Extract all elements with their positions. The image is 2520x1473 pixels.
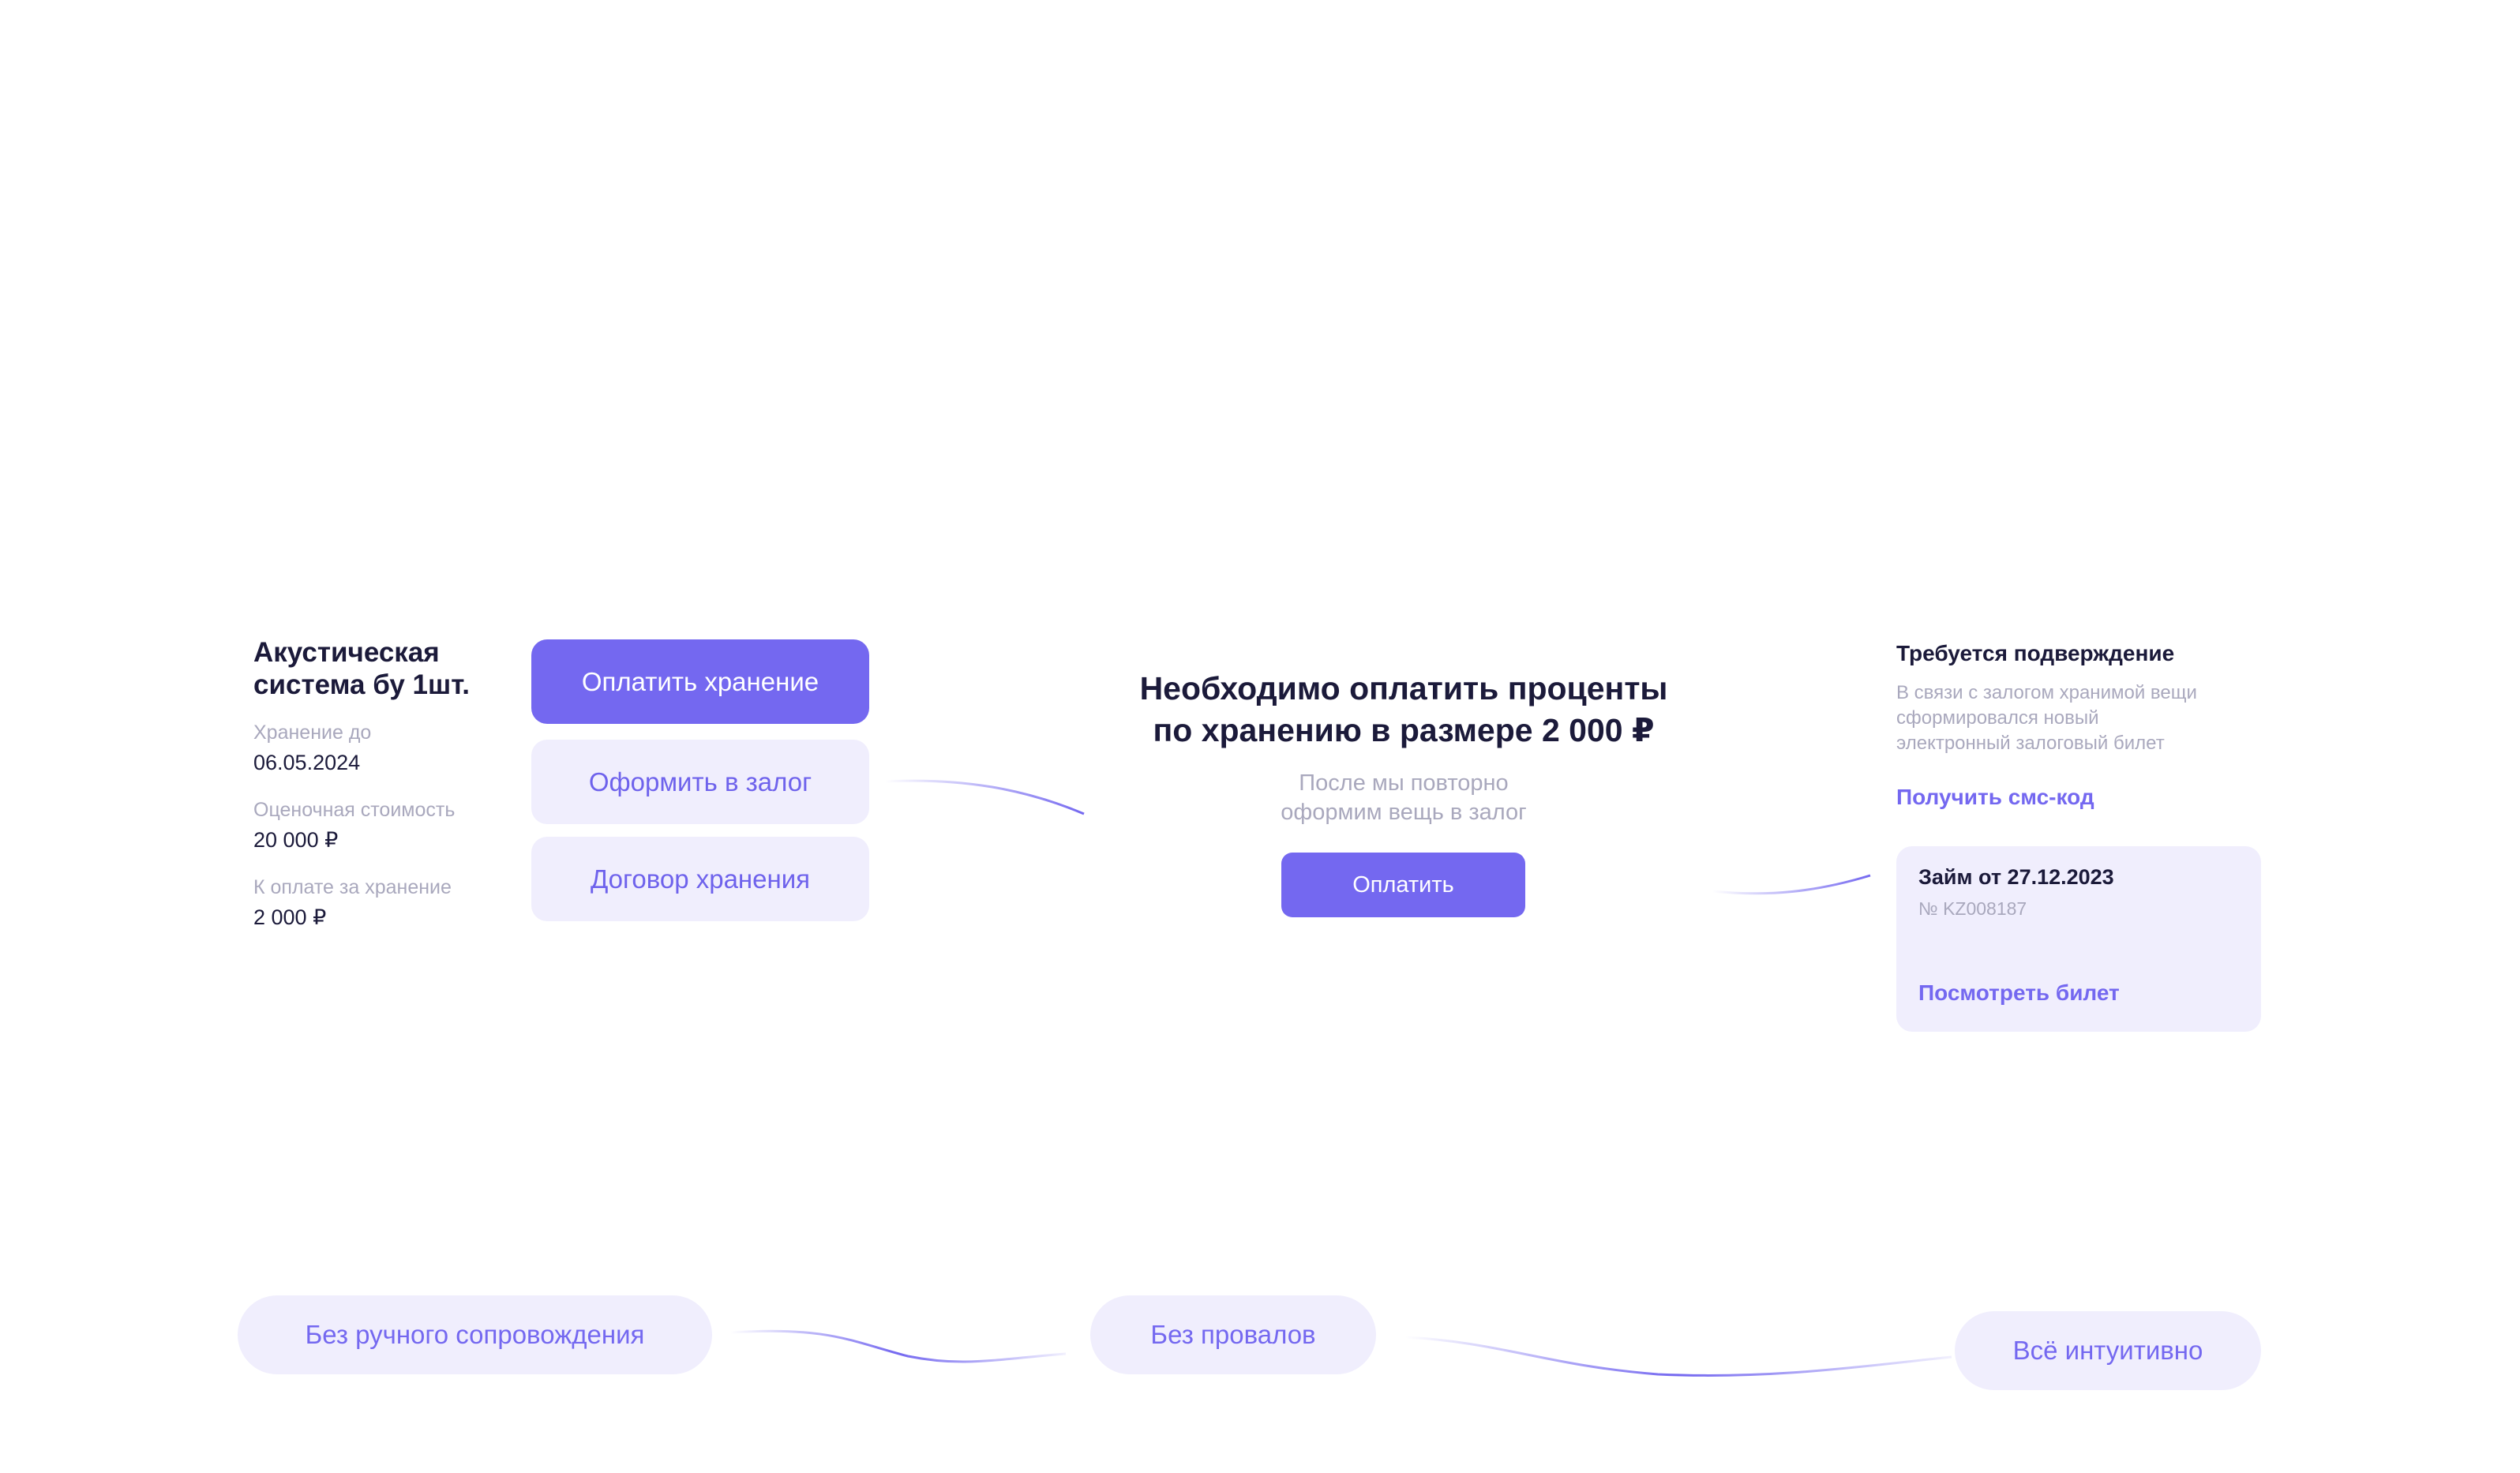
feature-pill: Без провалов (1090, 1295, 1376, 1374)
item-info: Акустическая система бу 1шт. Хранение до… (253, 636, 490, 930)
connector-3 (729, 1329, 1067, 1363)
connector-2 (1712, 874, 1871, 895)
confirmation-title: Требуется подверждение (1896, 641, 2175, 665)
pledge-button[interactable]: Оформить в залог (531, 740, 869, 824)
pay-storage-button[interactable]: Оплатить хранение (531, 639, 869, 724)
item-title: Акустическая система бу 1шт. (253, 637, 470, 700)
confirmation-panel: Требуется подверждение В связи с залогом… (1896, 641, 2267, 810)
feature-pill: Всё интуитивно (1955, 1311, 2261, 1390)
description-line: электронный залоговый билет (1896, 733, 2165, 754)
storage-until-label: Хранение до (253, 722, 372, 744)
view-ticket-link[interactable]: Посмотреть билет (1918, 980, 2120, 1005)
get-sms-code-link[interactable]: Получить смс-код (1896, 785, 2094, 809)
payment-subtext: После мы повторно оформим вещь в залог (1088, 769, 1719, 827)
loan-number: № KZ008187 (1918, 898, 2027, 919)
payment-subtext-line: После мы повторно (1299, 770, 1509, 796)
storage-fee-label: К оплате за хранение (253, 876, 452, 898)
storage-fee-value: 2 000 ₽ (253, 905, 327, 929)
payment-subtext-line: оформим вещь в залог (1281, 800, 1527, 825)
description-line: В связи с залогом хранимой вещи (1896, 682, 2197, 703)
confirmation-description: В связи с залогом хранимой вещи сформиро… (1896, 680, 2267, 756)
loan-title: Займ от 27.12.2023 (1918, 865, 2114, 889)
description-line: сформировался новый (1896, 707, 2099, 729)
estimated-cost-label: Оценочная стоимость (253, 799, 456, 821)
pay-button[interactable]: Оплатить (1281, 853, 1525, 917)
estimated-cost-value: 20 000 ₽ (253, 828, 339, 852)
connector-4 (1404, 1336, 1952, 1377)
storage-until-value: 06.05.2024 (253, 751, 361, 774)
feature-pill: Без ручного сопровождения (238, 1295, 712, 1374)
payment-panel: Необходимо оплатить проценты по хранению… (1088, 668, 1719, 827)
payment-heading: Необходимо оплатить проценты по хранению… (1088, 668, 1719, 751)
storage-contract-button[interactable]: Договор хранения (531, 837, 869, 921)
payment-heading-line: Необходимо оплатить проценты (1139, 670, 1668, 707)
connector-1 (884, 779, 1085, 815)
loan-card: Займ от 27.12.2023 № KZ008187 Посмотреть… (1896, 846, 2261, 1032)
payment-heading-line: по хранению в размере 2 000 ₽ (1153, 712, 1655, 748)
